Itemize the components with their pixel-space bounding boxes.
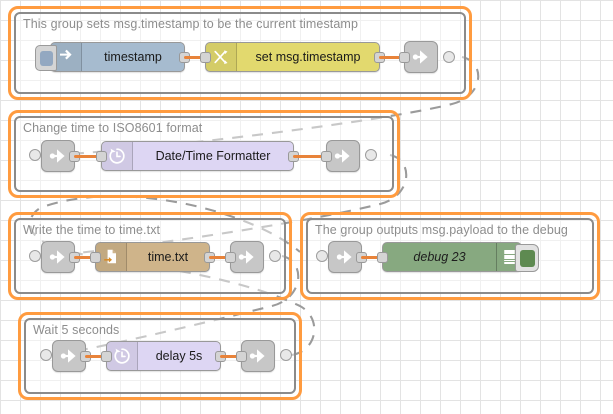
node-delay-5s[interactable]: delay 5s [101,341,226,371]
node-link-out-5[interactable] [236,340,275,372]
link-out-endpoint[interactable] [269,250,281,262]
input-port[interactable] [101,350,112,362]
node-label: time.txt [147,250,189,264]
wire-linkin-to-formatter [74,154,104,158]
node-link-in-2[interactable] [41,140,80,172]
node-link-out-1[interactable] [399,41,438,73]
link-in-icon [53,341,85,371]
wire-linkin-to-file [74,255,98,259]
link-in-icon [42,141,74,171]
input-port[interactable] [236,350,247,362]
node-label: timestamp [104,50,162,64]
debug-toggle-face [519,249,535,267]
node-link-out-2[interactable] [321,140,360,172]
input-port[interactable] [200,51,211,63]
link-in-endpoint[interactable] [29,250,41,262]
node-label: Date/Time Formatter [155,149,271,163]
node-file-write-time-txt[interactable]: time.txt [90,242,215,272]
wire-change-to-linkout [379,55,407,59]
node-link-out-3[interactable] [225,241,264,273]
wire-inject-to-change [184,55,208,59]
node-debug-23[interactable]: debug 23 [377,242,539,272]
node-link-in-5[interactable] [52,340,91,372]
link-out-endpoint[interactable] [443,51,455,63]
node-link-in-3[interactable] [41,241,80,273]
clock-icon [102,142,133,170]
wire-linkin-to-delay [85,354,109,358]
link-out-icon [242,341,274,371]
input-port[interactable] [225,251,236,263]
node-datetime-formatter[interactable]: Date/Time Formatter [96,141,299,171]
shuffle-arrows-icon [206,43,237,71]
wire-linkin-to-debug [361,255,385,259]
node-label: delay 5s [155,349,203,363]
link-in-icon [329,242,361,272]
group-label: This group sets msg.timestamp to be the … [23,17,358,31]
node-inject-timestamp[interactable]: timestamp [35,42,190,72]
node-label: debug 23 [413,250,466,264]
link-out-endpoint[interactable] [280,349,292,361]
bars-glyph [503,250,515,264]
input-port[interactable] [399,51,410,63]
link-out-endpoint[interactable] [365,149,377,161]
input-port[interactable] [321,150,332,162]
link-in-endpoint[interactable] [316,250,328,262]
node-change-set-msg-timestamp[interactable]: set msg.timestamp [200,42,385,72]
input-port[interactable] [90,251,101,263]
file-arrow-icon [96,243,127,271]
clock-icon [107,342,138,370]
input-port[interactable] [377,251,388,263]
wire-file-to-linkout [209,255,233,259]
group-label: Change time to ISO8601 format [23,121,203,135]
inject-trigger-button[interactable] [35,45,57,71]
link-out-icon [231,242,263,272]
node-link-in-4[interactable] [328,241,367,273]
debug-enable-toggle[interactable] [515,244,539,272]
group-label: Wait 5 seconds [33,323,120,337]
link-in-icon [42,242,74,272]
node-label: set msg.timestamp [255,50,361,64]
link-out-icon [327,141,359,171]
input-port[interactable] [96,150,107,162]
group-label: Write the time to time.txt [23,223,161,237]
inject-button-face [39,50,53,66]
list-bars-icon [496,243,521,271]
wire-formatter-to-linkout [293,154,329,158]
group-label: The group outputs msg.payload to the deb… [315,223,568,237]
wire-delay-to-linkout [220,354,244,358]
link-in-endpoint[interactable] [40,349,52,361]
link-in-endpoint[interactable] [29,149,41,161]
link-out-icon [405,42,437,72]
